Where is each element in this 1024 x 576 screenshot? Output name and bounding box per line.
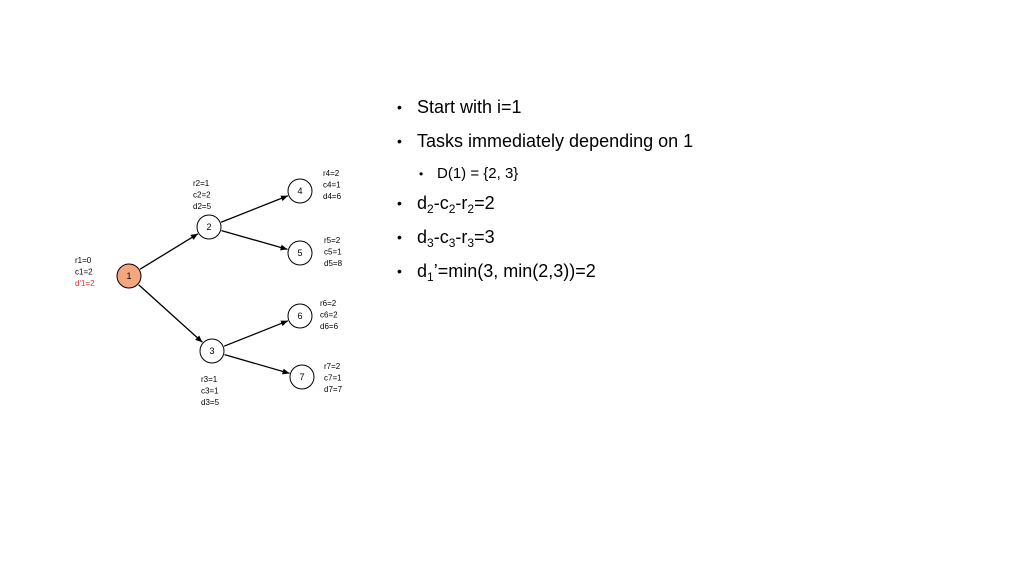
annotation-line: c5=1: [324, 248, 342, 257]
annotation-line: r1=0: [75, 256, 92, 265]
node-6: 6: [287, 303, 313, 329]
edge-2-5: [221, 229, 288, 251]
node-circle: [287, 303, 313, 329]
node-circle: [199, 338, 225, 364]
edge-3-7: [224, 353, 290, 375]
node-circle: [196, 214, 222, 240]
annotation-n5: r5=2 c5=1 d5=8: [324, 236, 343, 268]
annotation-line: r6=2: [320, 299, 337, 308]
node-label: 1: [126, 271, 131, 281]
node-4: 4: [287, 178, 313, 204]
edge-1-2: [139, 233, 199, 270]
edge-1-3: [138, 284, 203, 343]
node-circle: [287, 240, 313, 266]
bullet-dot: •: [397, 229, 402, 245]
bullet-dependency-set: • D(1) = {2, 3}: [419, 165, 519, 182]
annotation-line: c7=1: [324, 374, 342, 383]
annotation-line: c4=1: [323, 181, 341, 190]
node-label: 3: [209, 346, 214, 356]
node-label: 4: [297, 186, 302, 196]
bullet-dot: •: [419, 167, 424, 181]
node-circle: [116, 263, 142, 289]
node-5: 5: [287, 240, 313, 266]
edge-3-6: [223, 320, 289, 347]
annotation-n1: r1=0 c1=2 d'1=2: [75, 256, 95, 288]
annotation-line-highlight: d'1=2: [75, 279, 95, 288]
bullet-dot: •: [397, 99, 402, 115]
annotation-line: c6=2: [320, 311, 338, 320]
bullet-tasks-depending: • Tasks immediately depending on 1: [397, 131, 694, 151]
bullet-slack-3: • d3-c3-r3=3: [397, 227, 495, 250]
bullet-dot: •: [397, 195, 402, 211]
node-label: 5: [297, 248, 302, 258]
node-circle: [289, 364, 315, 390]
node-1: 1: [116, 263, 142, 289]
annotation-line: c1=2: [75, 268, 93, 277]
annotation-line: d2=5: [193, 202, 212, 211]
node-label: 2: [206, 222, 211, 232]
node-circle: [287, 178, 313, 204]
annotation-n6: r6=2 c6=2 d6=6: [320, 299, 339, 331]
bullet-start: • Start with i=1: [397, 97, 522, 117]
annotation-n4: r4=2 c4=1 d4=6: [323, 169, 342, 201]
bullet-new-deadline: • d1’=min(3, min(2,3))=2: [397, 261, 596, 284]
node-label: 7: [299, 372, 304, 382]
annotation-line: r4=2: [323, 169, 340, 178]
annotation-line: c2=2: [193, 191, 211, 200]
node-7: 7: [289, 364, 315, 390]
annotation-n2: r2=1 c2=2 d2=5: [193, 179, 212, 211]
annotation-line: d6=6: [320, 322, 339, 331]
annotation-line: r3=1: [201, 375, 218, 384]
bullet-dot: •: [397, 263, 402, 279]
node-label: 6: [297, 311, 302, 321]
bullet-slack-2: • d2-c2-r2=2: [397, 193, 495, 216]
annotation-line: r2=1: [193, 179, 210, 188]
annotation-line: d5=8: [324, 259, 343, 268]
annotation-line: d3=5: [201, 398, 220, 407]
annotation-line: d7=7: [324, 385, 343, 394]
node-3: 3: [199, 338, 225, 364]
node-2: 2: [196, 214, 222, 240]
annotation-line: r5=2: [324, 236, 341, 245]
annotation-line: d4=6: [323, 192, 342, 201]
annotation-line: c3=1: [201, 387, 219, 396]
edge-2-4: [220, 195, 289, 223]
annotation-n7: r7=2 c7=1 d7=7: [324, 362, 343, 394]
annotation-n3: r3=1 c3=1 d3=5: [201, 375, 220, 407]
annotation-line: r7=2: [324, 362, 341, 371]
bullet-dot: •: [397, 133, 402, 149]
bullet-list: • Start with i=1 • Tasks immediately dep…: [397, 96, 957, 294]
